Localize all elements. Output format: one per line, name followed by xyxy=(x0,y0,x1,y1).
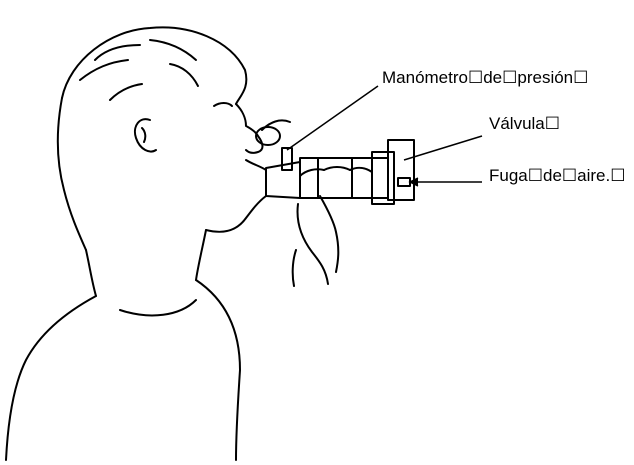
torso-front xyxy=(196,280,240,460)
eye xyxy=(214,103,232,106)
air-leak-label: Fuga☐de☐aire.☐ xyxy=(489,167,625,184)
head-outline xyxy=(62,27,246,104)
pressure-gauge-label: Manómetro☐de☐presión☐ xyxy=(382,69,588,86)
air-leak-port xyxy=(398,178,410,186)
leak-arrowhead xyxy=(410,178,418,186)
hair-line-4 xyxy=(110,84,142,100)
shoulder-back xyxy=(6,296,96,460)
nose-clip xyxy=(256,127,280,145)
mouth-chin xyxy=(206,160,266,232)
hair-line-5 xyxy=(170,64,198,86)
back-of-head xyxy=(58,98,86,250)
valve-leader-line xyxy=(404,136,482,160)
gauge-leader-line xyxy=(287,86,378,150)
forearm xyxy=(293,250,296,286)
face-profile xyxy=(236,104,263,153)
hair-line-3 xyxy=(150,40,196,60)
valve-label: Válvula☐ xyxy=(489,115,560,132)
hand xyxy=(298,204,328,284)
neck-front xyxy=(196,230,206,280)
hair-line-2 xyxy=(80,60,128,80)
neck-back xyxy=(86,250,96,296)
device-end xyxy=(372,152,394,204)
shirt-collar xyxy=(120,300,196,315)
hair-line-1 xyxy=(95,45,140,60)
valve-box xyxy=(388,140,414,200)
device-body xyxy=(300,158,388,198)
manometer-stem xyxy=(282,148,292,170)
